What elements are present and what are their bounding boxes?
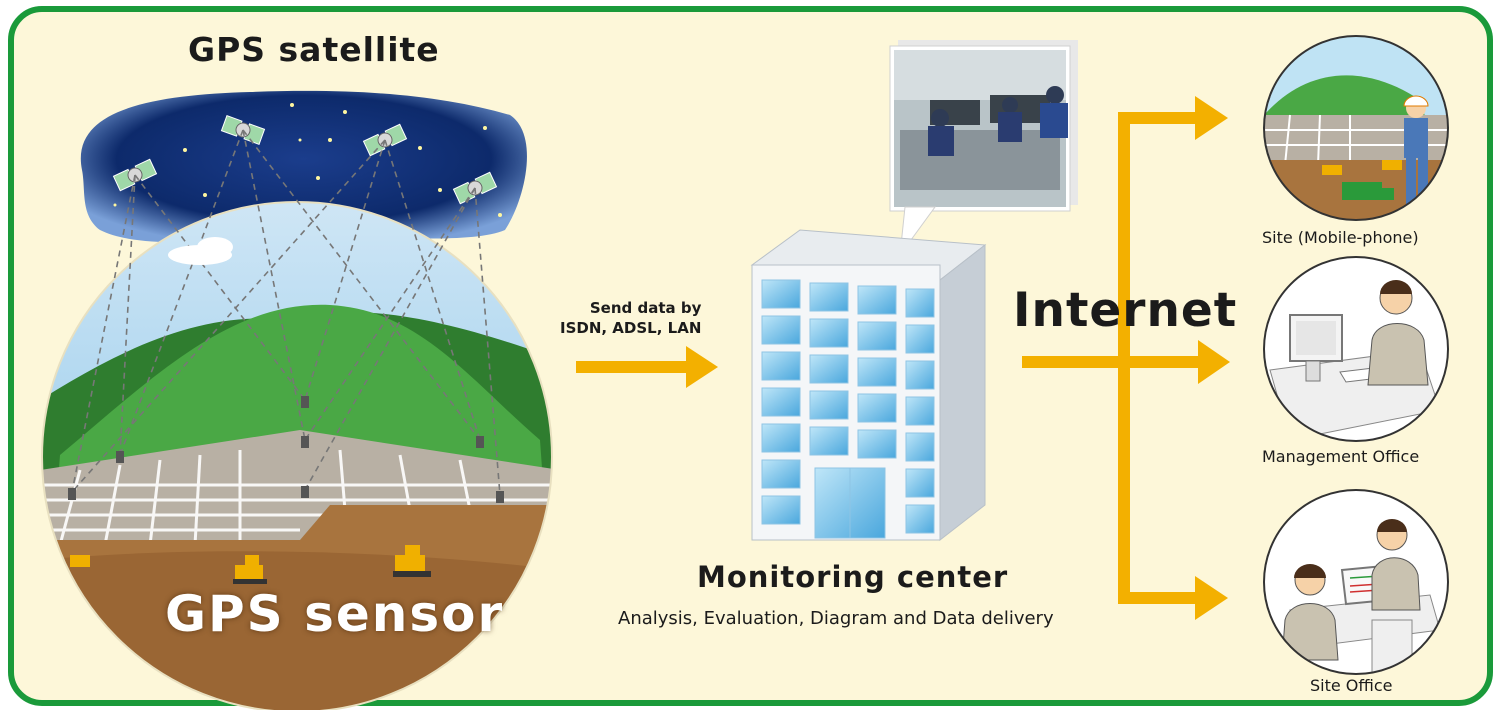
caption-management-office: Management Office [1262,447,1420,466]
satellite-icons [112,115,498,205]
gps-sensor-markers [68,396,504,503]
cloud-icon [168,237,233,265]
site-office-icon [1263,489,1449,675]
monitoring-subtitle: Analysis, Evaluation, Diagram and Data d… [618,608,1054,629]
send-data-label: Send data by ISDN, ADSL, LAN [560,298,701,338]
internet-arrows [1022,96,1230,620]
send-data-arrow [576,346,718,388]
internet-label: Internet [1013,283,1238,338]
signal-lines [71,129,501,496]
satellite-title: GPS satellite [188,30,440,69]
monitoring-center-building [750,229,987,542]
gps-sensor-scene [42,202,552,710]
excavator-icons [70,545,425,579]
sensor-circle-outline [41,201,553,710]
sensor-title: GPS sensor [165,585,505,643]
control-room-photo [889,40,1078,257]
caption-site-mobile: Site (Mobile-phone) [1262,228,1419,247]
management-office-icon [1263,256,1449,442]
satellite-sky [80,90,527,243]
send-data-line-2: ISDN, ADSL, LAN [560,319,702,337]
caption-site-office: Site Office [1310,676,1393,695]
site-mobile-icon [1263,35,1449,221]
send-data-line-1: Send data by [589,299,702,317]
monitoring-title: Monitoring center [697,560,1009,594]
stars [113,103,502,217]
